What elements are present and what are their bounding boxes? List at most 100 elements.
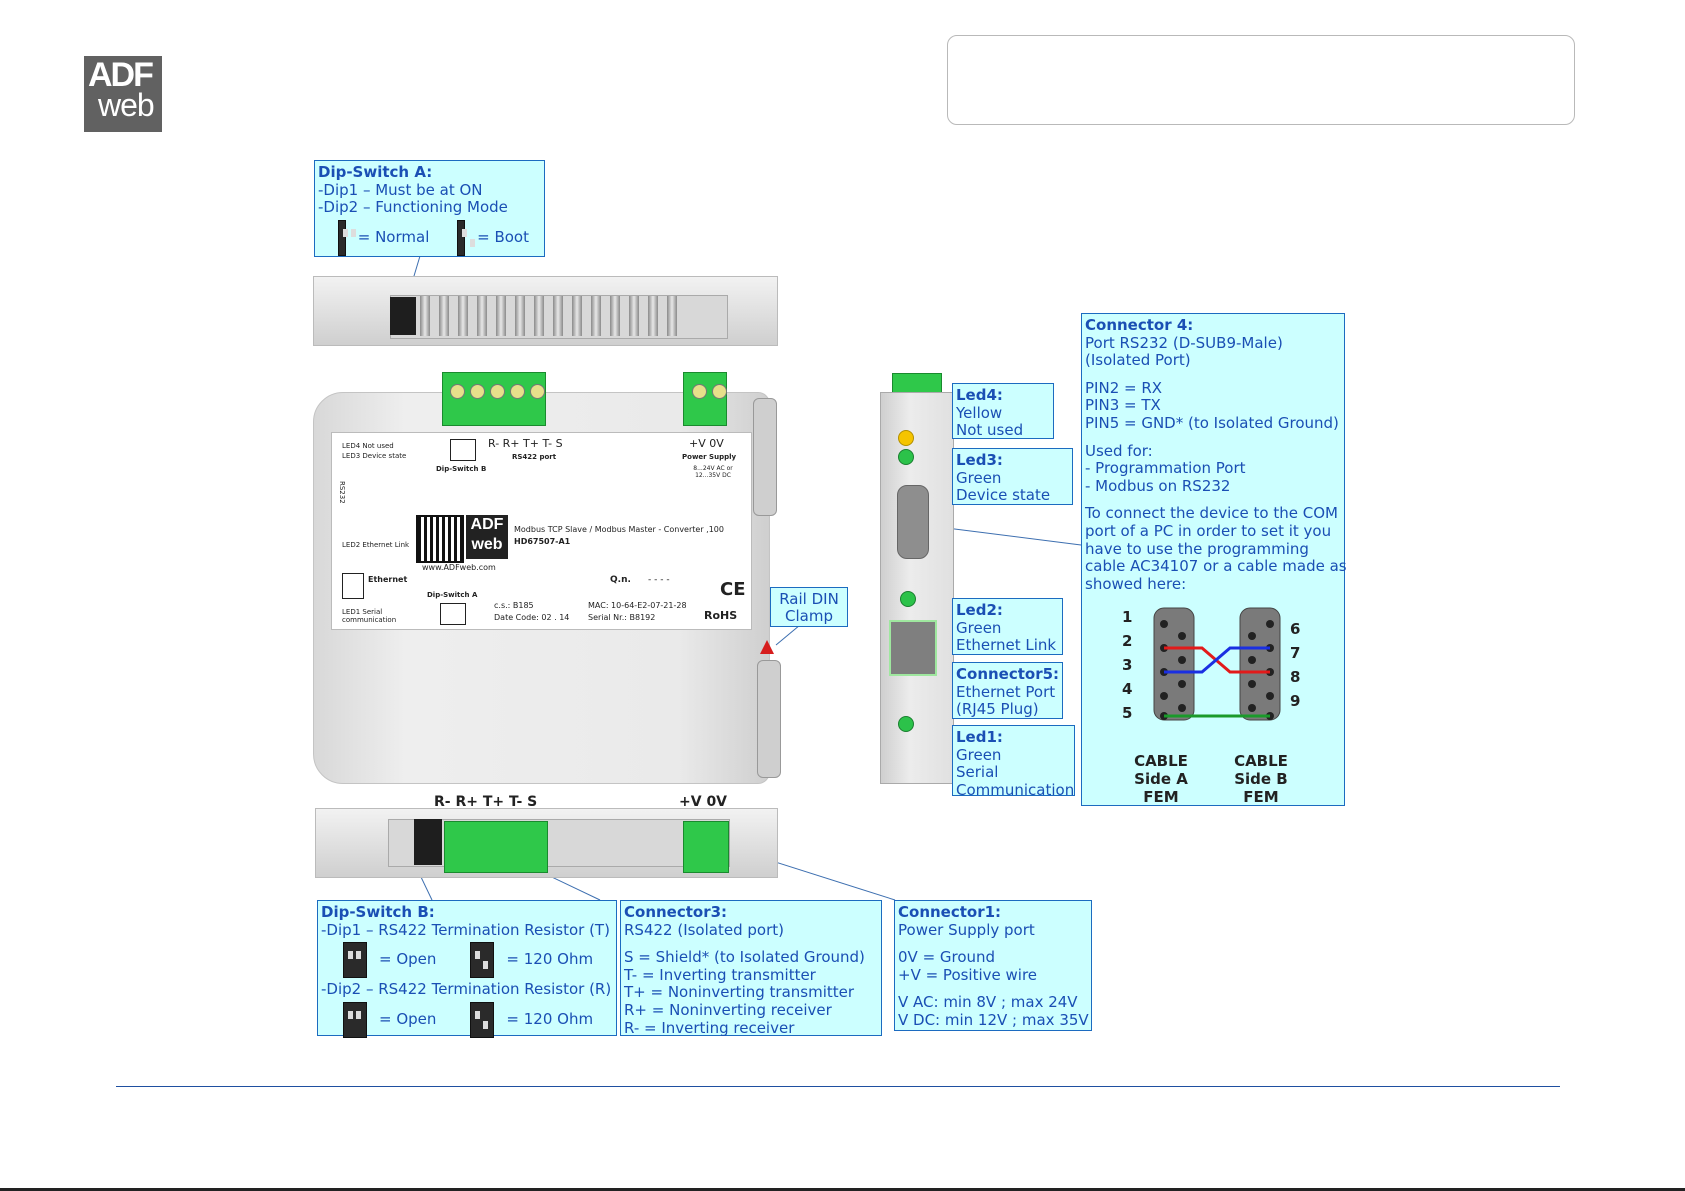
dip2-120ohm-icon (470, 1001, 495, 1038)
connector4-line1: (Isolated Port) (1085, 351, 1191, 370)
connector3-line0: RS422 (Isolated port) (624, 920, 784, 939)
rail-fin (534, 296, 544, 336)
terminal-screw (712, 384, 727, 399)
cable-pins-b: 6 7 8 9 (1290, 620, 1301, 710)
dip2-open-icon (343, 1001, 367, 1038)
connector5-line1: (RJ45 Plug) (956, 700, 1039, 719)
label-led2: LED2 Ethernet Link (342, 541, 410, 549)
label-dip-a: Dip-Switch A (427, 591, 478, 599)
dip-a-normal: = Normal (357, 227, 430, 246)
cable-side-a-label: CABLE Side A FEM (1134, 752, 1188, 806)
label-ce-mark: CE (720, 579, 746, 600)
connector5-title: Connector5: (956, 665, 1060, 683)
led1-title: Led1: (956, 728, 1003, 746)
top-view-rail (313, 276, 778, 346)
rail-fin (572, 296, 582, 336)
connector4-line7: Used for: (1085, 441, 1153, 460)
cable-side-b-label: CABLE Side B FEM (1234, 752, 1288, 806)
rail-fin (477, 296, 487, 336)
rail-fin (553, 296, 563, 336)
label-ethernet: Ethernet (368, 575, 408, 584)
led4-callout: Led4: Yellow Not used (952, 383, 1054, 439)
label-dip-b: Dip-Switch B (436, 465, 487, 473)
connector1-terminal-block (683, 372, 727, 426)
terminal-screw (530, 384, 545, 399)
side-view-body (880, 392, 954, 784)
connector3-line4: T+ = Noninverting transmitter (624, 983, 855, 1002)
bottom-rs422-terminals-label: R- R+ T+ T- S (434, 794, 538, 810)
connector1-callout: Connector1: Power Supply port 0V = Groun… (894, 900, 1092, 1031)
dip-switch-a-callout: Dip-Switch A: -Dip1 – Must be at ON -Dip… (314, 160, 545, 257)
connector3-title: Connector3: (624, 903, 728, 921)
connector3-bottom (444, 821, 548, 873)
connector4-title: Connector 4: (1085, 316, 1194, 334)
led3-title: Led3: (956, 451, 1003, 469)
terminal-screw (470, 384, 485, 399)
device-side-tab-top (753, 398, 777, 516)
logo-line1: ADF (88, 56, 154, 94)
connector1-line6: V DC: min 12V ; max 35V (898, 1010, 1089, 1029)
dip-a-line2: -Dip2 – Functioning Mode (318, 198, 508, 217)
led4-line1: Not used (956, 421, 1024, 440)
footer-divider (116, 1086, 1560, 1087)
dip-normal-icon (338, 219, 356, 256)
logo-line2: web (98, 87, 155, 123)
connector1-line3: +V = Positive wire (898, 965, 1038, 984)
connector1-bottom (683, 821, 729, 873)
dip1-open-icon (343, 942, 367, 979)
label-rs232: RS232 (338, 481, 346, 504)
connector4-line13: have to use the programming (1085, 539, 1309, 558)
connector4-line8: - Programmation Port (1085, 459, 1246, 478)
connector4-line15: showed here: (1085, 574, 1187, 593)
connector4-line9: - Modbus on RS232 (1085, 476, 1231, 495)
connector4-line4: PIN3 = TX (1085, 396, 1161, 415)
label-terminals-rs422: R- R+ T+ T- S (488, 437, 563, 450)
led2-line0: Green (956, 618, 1002, 637)
rail-fin (515, 296, 525, 336)
label-serial: Serial Nr.: B8192 (588, 613, 656, 622)
programming-cable-diagram (1153, 607, 1281, 721)
terminal-screw (450, 384, 465, 399)
led3-line0: Green (956, 468, 1002, 487)
connector5-callout: Connector5: Ethernet Port (RJ45 Plug) (952, 662, 1063, 719)
led4-title: Led4: (956, 386, 1003, 404)
dip-switch-a-top (390, 297, 416, 335)
connector3-line6: R- = Inverting receiver (624, 1018, 795, 1037)
dip1-120ohm: = 120 Ohm (506, 950, 594, 969)
rail-fin (629, 296, 639, 336)
rj45-ethernet-port (889, 620, 937, 676)
led1-line2: Communication (956, 780, 1075, 799)
rail-fin (439, 296, 449, 336)
label-rohs: RoHS (704, 609, 738, 622)
label-cs: c.s.: B185 (494, 601, 534, 610)
connector4-line12: port of a PC in order to set it you (1085, 521, 1332, 540)
label-led4: LED4 Not used (342, 442, 394, 450)
dip-switch-b-callout: Dip-Switch B: -Dip1 – RS422 Termination … (317, 900, 617, 1038)
rail-fin (667, 296, 677, 336)
dip-switch-b-bottom (414, 819, 442, 865)
led2-line1: Ethernet Link (956, 636, 1057, 655)
connector3-line3: T- = Inverting transmitter (624, 965, 816, 984)
adfweb-logo: ADF web (84, 56, 162, 132)
label-dip-a-icon (440, 603, 466, 625)
label-power-spec: 8...24V AC or 12...35V DC (693, 465, 733, 479)
connector4-line14: cable AC34107 or a cable made as (1085, 557, 1347, 576)
terminal-screw (692, 384, 707, 399)
rail-fin (496, 296, 506, 336)
connector3-callout: Connector3: RS422 (Isolated port) S = Sh… (620, 900, 882, 1036)
led3-callout: Led3: Green Device state (952, 448, 1073, 505)
rail-fin (420, 296, 430, 336)
dip-b-title: Dip-Switch B: (321, 903, 435, 921)
connector3-line2: S = Shield* (to Isolated Ground) (624, 948, 865, 967)
led3-line1: Device state (956, 486, 1051, 505)
connector5-line0: Ethernet Port (956, 682, 1056, 701)
dip2-120ohm: = 120 Ohm (506, 1009, 594, 1028)
cable-pins-a: 1 2 3 4 5 (1122, 608, 1133, 722)
led2-callout: Led2: Green Ethernet Link (952, 598, 1063, 655)
led1-callout: Led1: Green Serial Communication (952, 725, 1075, 798)
label-terminals-power: +V 0V (689, 437, 724, 450)
dip-a-title: Dip-Switch A: (318, 163, 433, 181)
connector1-line0: Power Supply port (898, 920, 1035, 939)
dip-boot-icon (457, 219, 475, 256)
